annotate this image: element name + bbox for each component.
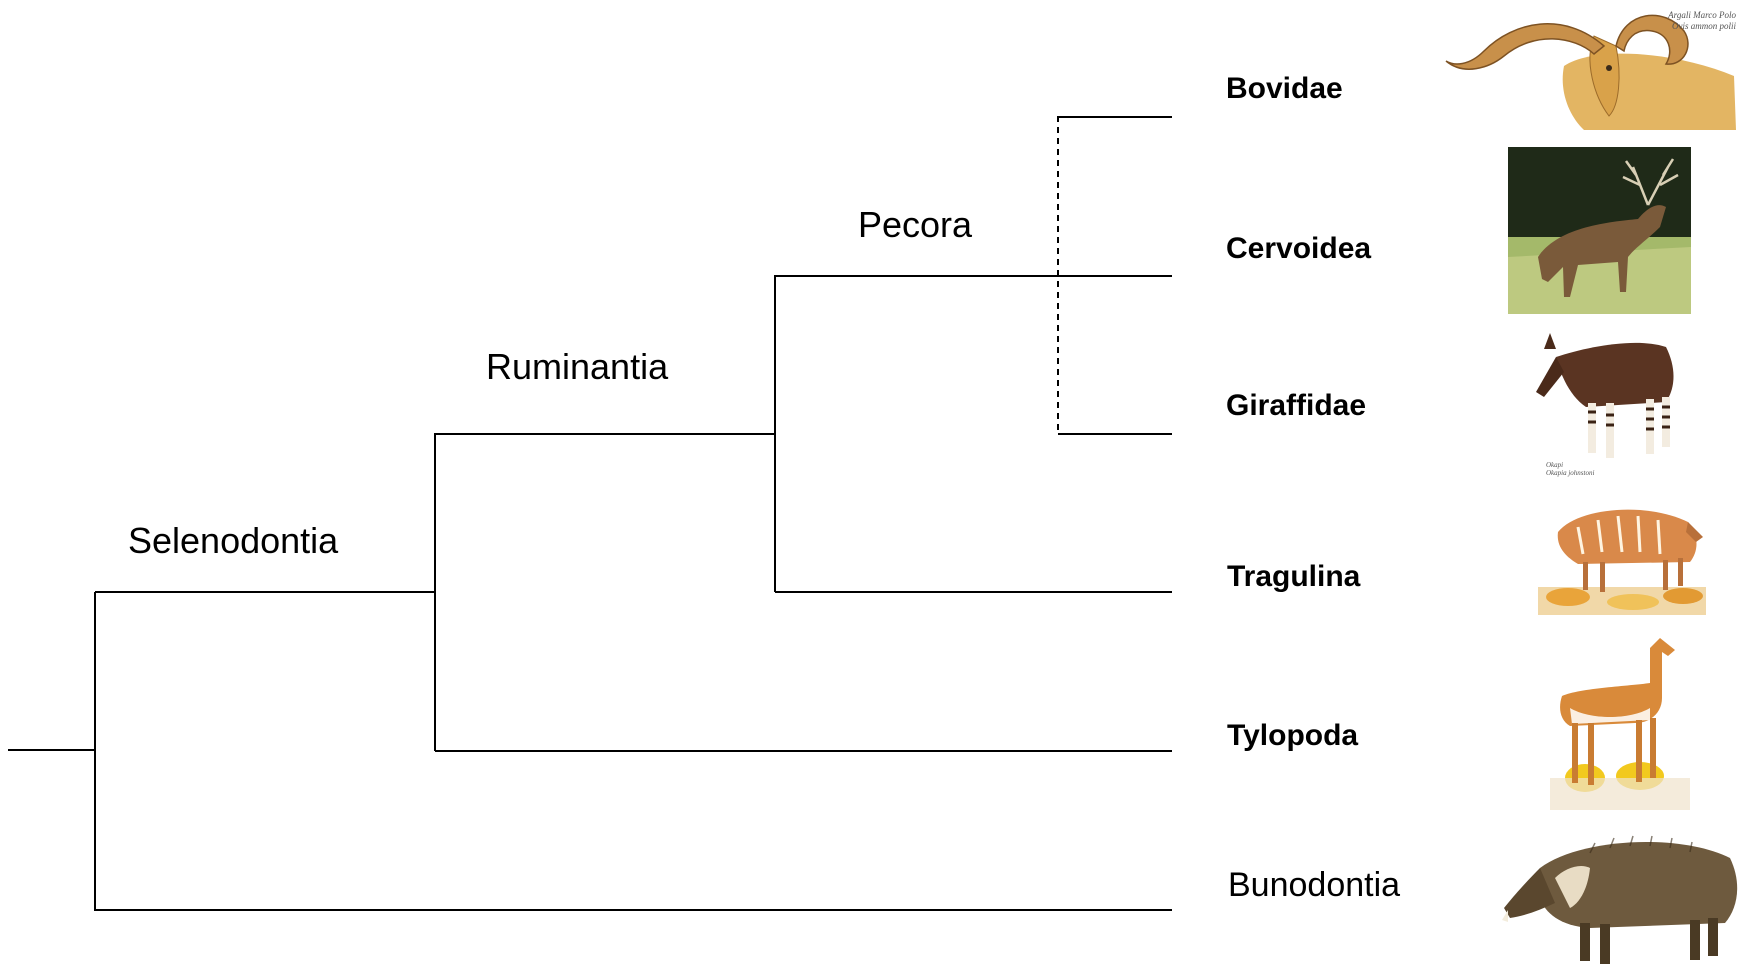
clade-label-selenodontia: Selenodontia [128,520,339,561]
taxon-label-bunodontia: Bunodontia [1228,866,1401,904]
clade-label-pecora: Pecora [858,204,973,245]
chevrotain-illustration [1538,492,1706,615]
wild-boar-illustration [1500,828,1745,968]
okapi-credit-species: Okapia johnstoni [1546,469,1595,477]
taxon-label-bovidae: Bovidae [1226,72,1343,105]
red-deer-stag-photo [1508,147,1691,314]
vicuna-illustration [1550,628,1690,810]
argali-credit: Argali Marco Polo Ovis ammon polii [1668,10,1736,32]
okapi-illustration: Okapi Okapia johnstoni [1526,327,1686,479]
taxon-label-cervoidea: Cervoidea [1226,232,1372,265]
argali-ram-illustration: Argali Marco Polo Ovis ammon polii [1444,6,1740,130]
argali-credit-name: Argali Marco Polo [1668,10,1736,20]
okapi-credit-name: Okapi [1546,461,1564,469]
clade-label-ruminantia: Ruminantia [486,346,669,387]
taxon-label-giraffidae: Giraffidae [1226,389,1367,422]
taxon-label-tragulina: Tragulina [1227,560,1361,593]
okapi-credit: Okapi Okapia johnstoni [1546,461,1594,477]
taxon-label-tylopoda: Tylopoda [1227,719,1359,752]
argali-credit-species: Ovis ammon polii [1672,21,1736,31]
